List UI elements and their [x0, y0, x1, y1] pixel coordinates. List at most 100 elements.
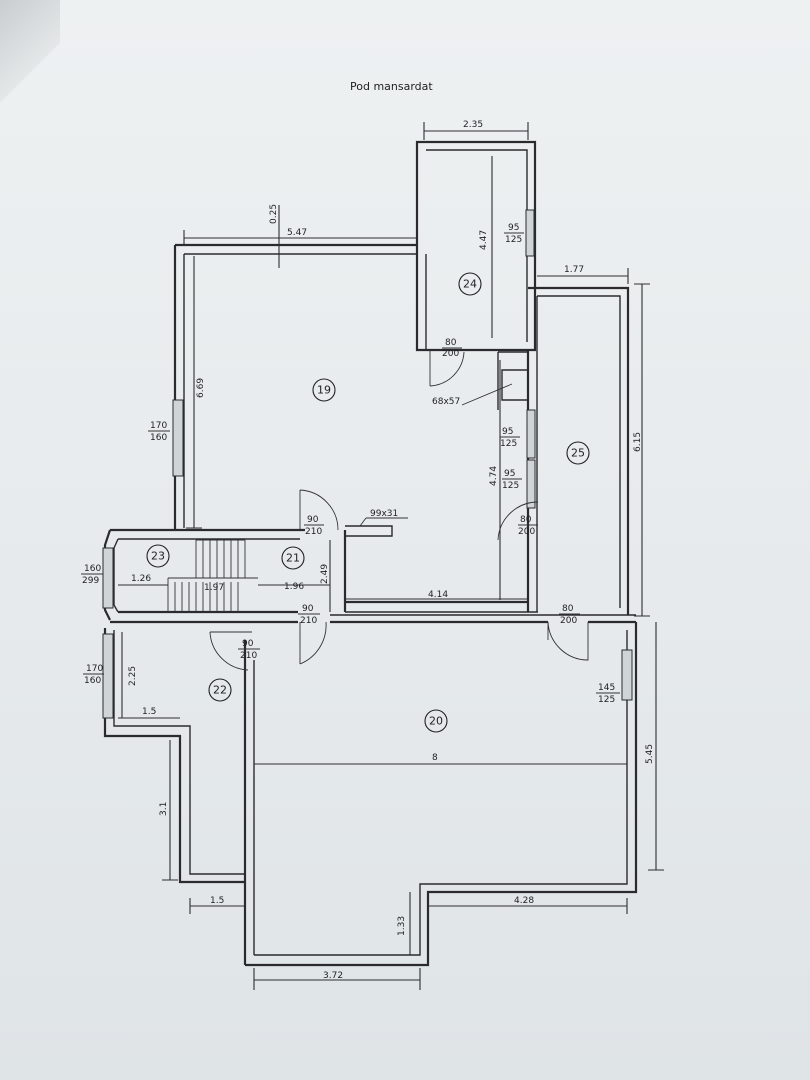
dim-line-547	[183, 230, 417, 246]
door-24-height: 200	[442, 349, 459, 359]
dim-414: 4.14	[428, 590, 448, 600]
door-22	[209, 631, 252, 671]
dim-447: 4.47	[479, 230, 489, 250]
room-22-number: 22	[213, 684, 227, 697]
opening-labels: 95 125 80 200 68x57 170 160 95 125 95 12…	[81, 223, 620, 705]
room-24-wall-outer	[415, 140, 537, 352]
window-23	[102, 547, 114, 609]
dim-line-372	[253, 968, 421, 990]
window-22	[102, 633, 114, 719]
dim-177: 1.77	[564, 265, 584, 275]
door-21b-width: 90	[302, 604, 314, 614]
window-20-width: 145	[598, 683, 615, 693]
window-20	[621, 649, 633, 701]
dim-025: 0.25	[269, 204, 279, 224]
window-19	[172, 399, 184, 477]
window-19-height: 160	[150, 433, 167, 443]
window-22-height: 160	[84, 676, 101, 686]
window-25-b	[526, 459, 536, 509]
dimension-lines	[118, 122, 664, 990]
room-23-number: 23	[151, 550, 165, 563]
dim-31: 3.1	[159, 802, 169, 816]
stair-treads-lower	[167, 577, 258, 612]
dim-line-31	[162, 740, 178, 881]
dim-249: 2.49	[320, 564, 330, 584]
door-21b-height: 210	[300, 616, 317, 626]
shaft-size: 68x57	[432, 397, 460, 407]
shaft-leader	[461, 383, 513, 406]
window-25a-width: 95	[502, 427, 513, 437]
dim-line-615	[634, 283, 650, 617]
dim-225: 2.25	[128, 666, 138, 686]
dim-126: 1.26	[131, 574, 151, 584]
room-24-wall-inner	[426, 149, 528, 342]
chimney-size: 99x31	[370, 509, 398, 519]
door-25b-width: 80	[562, 604, 574, 614]
chimney-leader	[359, 517, 408, 527]
dim-615: 6.15	[633, 432, 643, 452]
dim-133: 1.33	[397, 916, 407, 936]
windows	[102, 209, 633, 719]
room-25-wall-inner	[537, 295, 621, 608]
door-24	[429, 350, 465, 387]
dim-545: 5.45	[645, 744, 655, 764]
room-22-marker	[208, 678, 232, 702]
door-22-width: 90	[242, 639, 254, 649]
door-22-height: 210	[240, 651, 257, 661]
window-25a-height: 125	[500, 439, 517, 449]
door-21-top	[299, 489, 339, 531]
dim-8: 8	[432, 753, 438, 763]
door-25w-height: 200	[518, 527, 535, 537]
room-20-wall-inner	[254, 630, 628, 956]
door-21-bottom	[299, 621, 327, 665]
door-25w-width: 80	[520, 515, 532, 525]
room-25-wall-outer	[528, 286, 630, 615]
room-20-marker	[424, 709, 448, 733]
window-24	[525, 209, 535, 257]
dim-15-top: 1.5	[142, 707, 156, 717]
door-24-width: 80	[445, 338, 457, 348]
dim-15-bottom: 1.5	[210, 896, 224, 906]
window-25b-width: 95	[504, 469, 515, 479]
room-20-wall-outer	[245, 622, 638, 967]
room-23-wall-left-inner	[113, 538, 119, 613]
dim-196: 1.96	[284, 582, 304, 592]
dim-235: 2.35	[463, 120, 483, 130]
plan-title: Pod mansardat	[350, 80, 433, 93]
dim-474: 4.74	[489, 466, 499, 486]
dim-line-235	[423, 122, 529, 140]
walls	[103, 140, 638, 967]
window-25-a	[526, 409, 536, 459]
dim-line-428	[428, 898, 628, 914]
window-23-height: 299	[82, 576, 99, 586]
dim-669: 6.69	[196, 378, 206, 398]
dimension-labels: 2.35 0.25 5.47 4.47 1.77 6.69 6.15 4.74 …	[128, 120, 655, 981]
room-19-marker	[312, 378, 336, 402]
room-21-number: 21	[286, 552, 300, 565]
door-25b-height: 200	[560, 616, 577, 626]
room-23-marker	[146, 544, 170, 568]
chimney-box	[345, 525, 393, 537]
room-20-number: 20	[429, 715, 443, 728]
door-21-height: 210	[305, 527, 322, 537]
dim-372: 3.72	[323, 971, 343, 981]
room-24-number: 24	[463, 278, 477, 291]
stair-treads-upper	[195, 540, 246, 578]
window-24-width: 95	[508, 223, 519, 233]
room-24-marker	[458, 272, 482, 296]
room-numbers: 24 19 25 23 21 22 20	[146, 272, 590, 733]
paper-fold-corner	[0, 0, 60, 110]
room-22-wall-outer	[103, 628, 245, 884]
room-19-number: 19	[317, 384, 331, 397]
dim-line-669	[186, 256, 202, 529]
dim-547: 5.47	[287, 228, 307, 238]
dim-line-15-bottom	[189, 898, 245, 914]
staircase	[167, 539, 258, 612]
room-25-number: 25	[571, 447, 585, 460]
window-20-height: 125	[598, 695, 615, 705]
window-25b-height: 125	[502, 481, 519, 491]
window-24-height: 125	[505, 235, 522, 245]
dim-197: 1.97	[204, 583, 224, 593]
